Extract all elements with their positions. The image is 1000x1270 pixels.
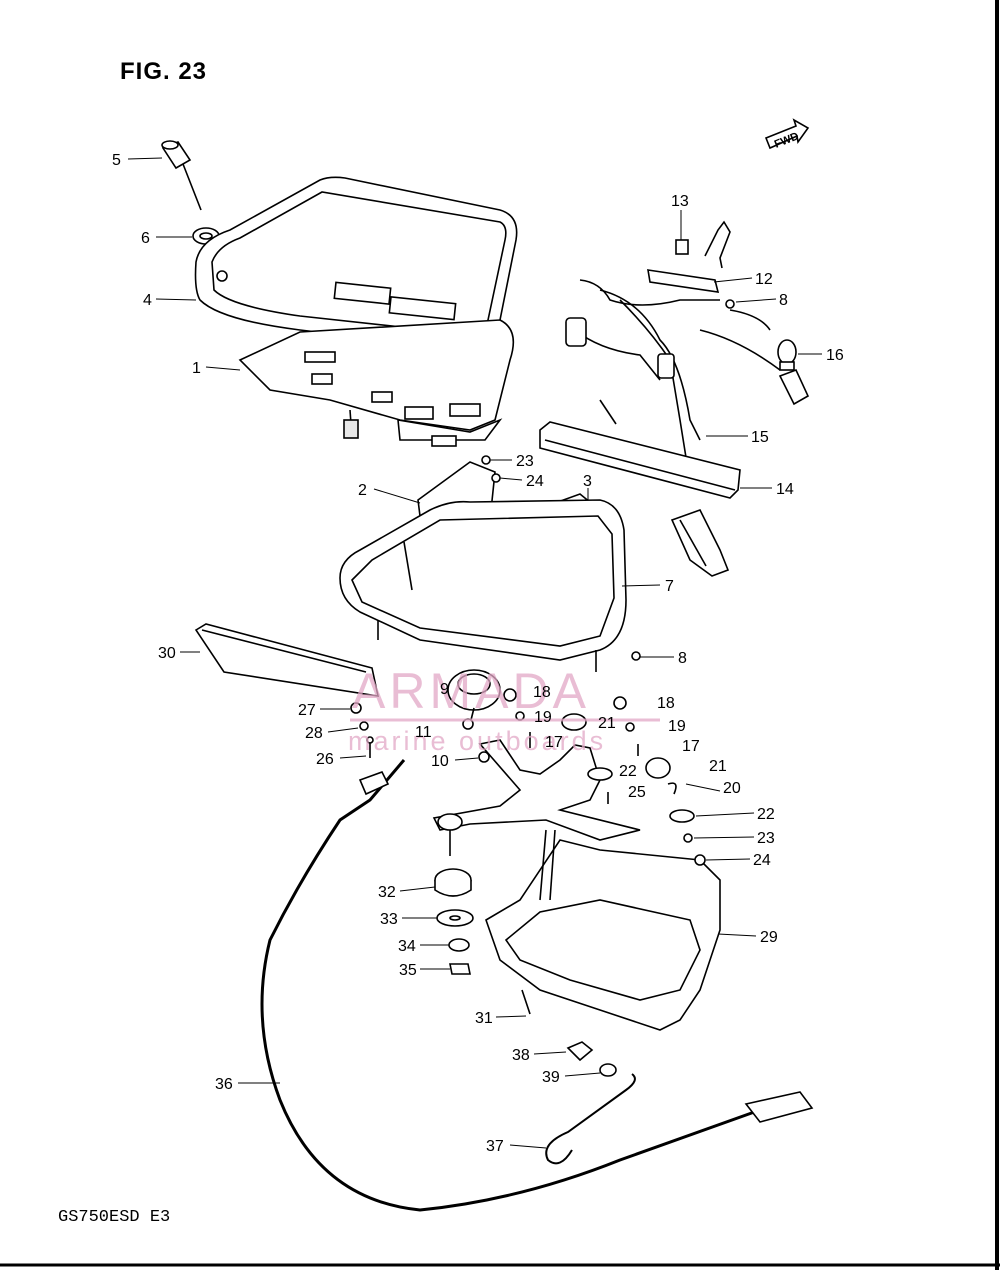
callout-label: 24: [753, 852, 771, 869]
callout-label: 34: [398, 938, 416, 955]
lower-housing-part: [485, 829, 721, 1031]
small-hardware: [350, 299, 735, 1077]
callout-label: 21: [709, 758, 727, 775]
callout-label: 3: [583, 473, 592, 490]
callout-label: 7: [665, 578, 674, 595]
callout-label: 32: [378, 884, 396, 901]
meter-case-part: [339, 499, 627, 672]
speedometer-cable-part: [260, 759, 814, 1212]
bulb-part: [777, 339, 797, 371]
callout-label: 10: [431, 753, 449, 770]
callout-label: 27: [298, 702, 316, 719]
meter-top-cover-part: [194, 176, 518, 351]
model-code: GS750ESD E3: [58, 1208, 171, 1227]
callout-label: 11: [415, 724, 432, 741]
callout-label: 8: [678, 650, 687, 667]
callout-label: 24: [526, 473, 544, 490]
terminal-strip-part: [539, 421, 741, 499]
plate-part: [194, 623, 380, 697]
callout-label: 36: [215, 1076, 233, 1093]
callout-label: 19: [534, 709, 552, 726]
callout-label: 30: [158, 645, 176, 662]
callout-label: 23: [757, 830, 775, 847]
meter-panel-part: [238, 319, 515, 447]
callout-label: 6: [141, 230, 150, 247]
callout-label: 39: [542, 1069, 560, 1086]
callout-label: 12: [755, 271, 773, 288]
callout-label: 5: [112, 152, 121, 169]
callout-label: 26: [316, 751, 334, 768]
callout-label: 15: [751, 429, 769, 446]
callout-label: 28: [305, 725, 323, 742]
callout-label: 9: [440, 681, 449, 698]
callout-label: 22: [757, 806, 775, 823]
callout-label: 14: [776, 481, 794, 498]
callout-label: 17: [682, 738, 700, 755]
callout-label: 13: [671, 193, 689, 210]
callout-label: 8: [779, 292, 788, 309]
callout-label: 1: [192, 360, 201, 377]
watermark-tagline: marine outboards: [348, 726, 606, 756]
figure-title: FIG. 23: [120, 58, 208, 85]
callout-leaders: [127, 157, 822, 1149]
trip-knob-part: [161, 140, 202, 211]
fwd-arrow-icon: FWD: [764, 118, 810, 151]
callout-label: 2: [358, 482, 367, 499]
socket-part: [447, 669, 501, 725]
callout-label: 25: [628, 784, 646, 801]
callout-label: 20: [723, 780, 741, 797]
callout-label: 37: [486, 1138, 504, 1155]
callout-label: 35: [399, 962, 417, 979]
callout-label: 19: [668, 718, 686, 735]
callout-label: 29: [760, 929, 778, 946]
callout-label: 21: [598, 715, 616, 732]
callout-label: 22: [619, 763, 637, 780]
callout-label: 17: [545, 734, 563, 751]
callout-label: 23: [516, 453, 534, 470]
callout-labels: 5 6 4 1 13 12 8 16 15 14 23 24 2 3 7 8 3…: [112, 152, 844, 1155]
cushion-stack-part: [434, 868, 474, 975]
callout-label: 18: [533, 684, 551, 701]
callout-label: 38: [512, 1047, 530, 1064]
callout-label: 16: [826, 347, 844, 364]
callout-label: 18: [657, 695, 675, 712]
wiring-harness-part: [565, 220, 810, 577]
cable-clip-part: [545, 1073, 636, 1165]
callout-label: 33: [380, 911, 398, 928]
watermark: ARMADA marine outboards: [348, 663, 660, 756]
callout-label: 4: [143, 292, 152, 309]
watermark-name: ARMADA: [352, 663, 590, 719]
callout-label: 31: [475, 1010, 493, 1027]
